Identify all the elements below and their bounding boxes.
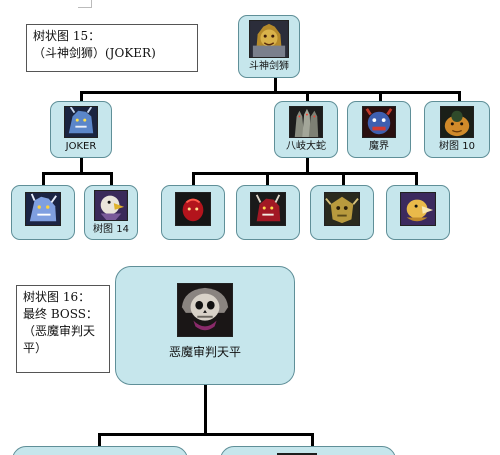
golden-lion-warrior-portrait-icon [249, 20, 289, 58]
connector-orochi-bus [192, 172, 418, 175]
red-dragon-portrait-icon [250, 192, 286, 226]
node-tree10[interactable]: 树图 10 [424, 101, 490, 158]
connector-to-orochi-child-1 [192, 172, 195, 185]
page-corner-mark [78, 0, 92, 8]
connector-level2-bus [80, 91, 461, 94]
node-joker-child-2-label: 树图 14 [93, 224, 129, 235]
tree16-note-line4: 平） [23, 341, 48, 355]
node-orochi[interactable]: 八岐大蛇 [274, 101, 338, 158]
node-orochi-child-4[interactable] [386, 185, 450, 240]
node-joker-child-2[interactable]: 树图 14 [84, 185, 138, 240]
connector-to-joker-child-2 [110, 172, 113, 185]
blue-demon-portrait-icon [362, 106, 396, 138]
multi-headed-serpent-portrait-icon [289, 106, 323, 138]
node-boss[interactable]: 恶魔审判天平 [115, 266, 295, 385]
tree16-note-line3: （恶魔审判天 [23, 324, 96, 338]
connector-to-orochi-child-2 [266, 172, 269, 185]
connector-to-boss-child-2 [311, 433, 314, 447]
node-boss-label: 恶魔审判天平 [168, 345, 241, 359]
tree15-note: 树状图 15： （斗神剑狮）(JOKER) [26, 24, 198, 72]
node-boss-child-1[interactable] [12, 446, 188, 455]
tree15-note-line1: 树状图 15： [33, 29, 101, 43]
connector-to-boss-child-1 [98, 433, 101, 447]
node-root[interactable]: 斗神剑狮 [238, 15, 300, 78]
connector-to-joker-child-1 [42, 172, 45, 185]
connector-joker-down [80, 158, 83, 174]
connector-boss-bus [98, 433, 314, 436]
orange-beast-portrait-icon [440, 106, 474, 138]
node-boss-child-2[interactable] [220, 446, 396, 455]
blue-wolf-beast-portrait-icon [25, 192, 61, 226]
connector-boss-down [204, 385, 207, 435]
boss-child-2-portrait-icon [277, 453, 317, 455]
connector-to-makai [379, 91, 382, 101]
node-orochi-label: 八岐大蛇 [286, 141, 326, 152]
tree16-note: 树状图 16： 最终 BOSS： （恶魔审判天 平） [16, 285, 110, 373]
node-orochi-child-2[interactable] [236, 185, 300, 240]
eagle-bird-portrait-icon [94, 190, 128, 221]
node-joker-child-1[interactable] [11, 185, 75, 240]
connector-to-joker [80, 91, 83, 101]
node-orochi-child-3[interactable] [310, 185, 374, 240]
node-root-label: 斗神剑狮 [249, 61, 289, 72]
connector-to-orochi-child-4 [415, 172, 418, 185]
golden-insect-portrait-icon [324, 192, 360, 226]
node-joker-label: JOKER [65, 141, 97, 152]
node-makai[interactable]: 魔界 [347, 101, 411, 158]
connector-to-orochi-child-3 [342, 172, 345, 185]
tree16-note-line1: 树状图 16： [23, 290, 91, 304]
connector-to-orochi [306, 91, 309, 101]
connector-root-down [274, 78, 277, 92]
red-demon-portrait-icon [175, 192, 211, 226]
node-makai-label: 魔界 [369, 141, 389, 152]
tree16-note-line2: 最终 BOSS： [23, 307, 98, 321]
golden-bird-portrait-icon [400, 192, 436, 226]
node-joker[interactable]: JOKER [50, 101, 112, 158]
skull-demon-judge-portrait-icon [177, 283, 233, 337]
connector-joker-bus [42, 172, 112, 175]
connector-orochi-down [306, 158, 309, 174]
node-orochi-child-1[interactable] [161, 185, 225, 240]
node-tree10-label: 树图 10 [439, 141, 475, 152]
blue-dragon-portrait-icon [64, 106, 98, 138]
tree15-note-line2: （斗神剑狮）(JOKER) [33, 46, 156, 60]
connector-to-tree10 [458, 91, 461, 101]
